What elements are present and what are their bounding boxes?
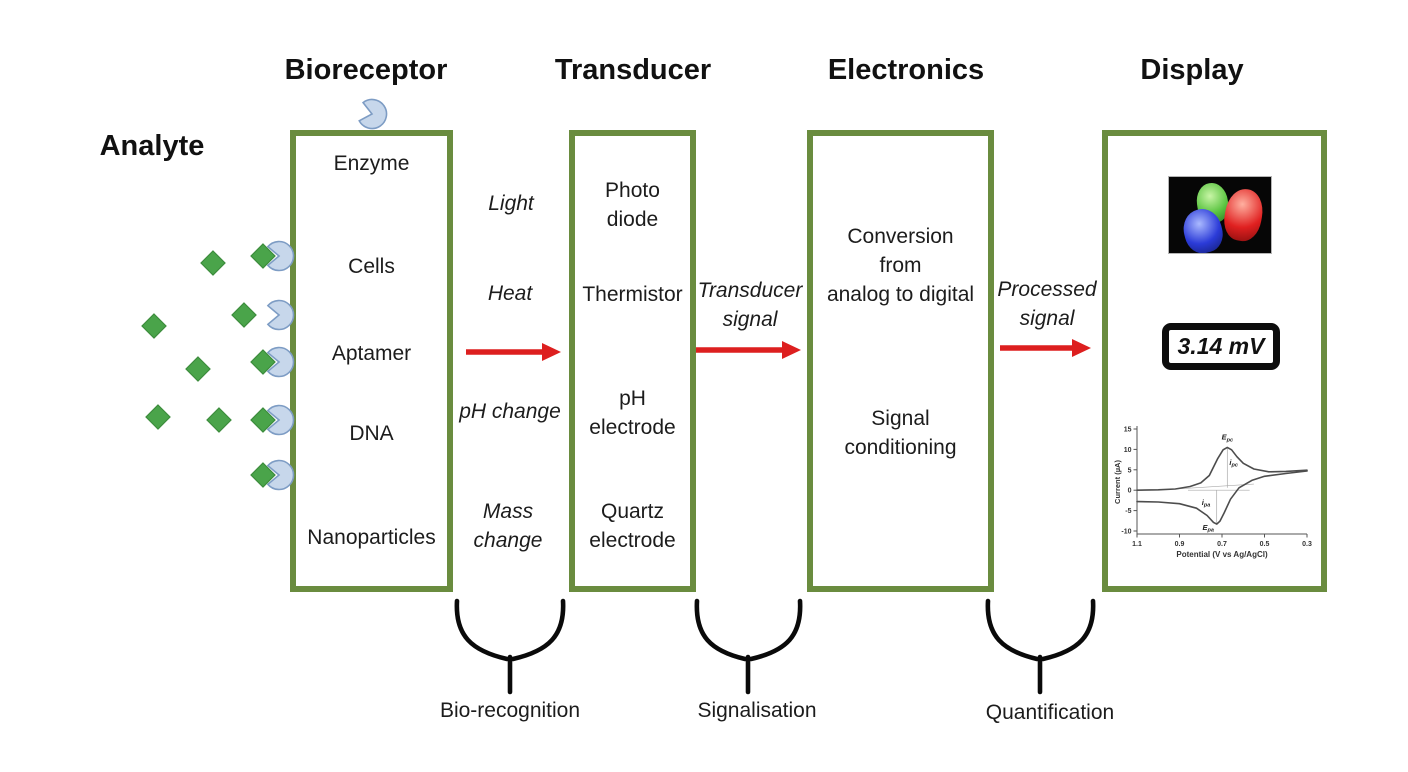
- signal-label-transducer-signal: Transducer signal: [697, 279, 803, 331]
- svg-text:ipa: ipa: [1202, 498, 1211, 509]
- display-title: Display: [1140, 54, 1244, 86]
- svg-text:10: 10: [1124, 447, 1132, 454]
- transducer-item-photodiode: Photo diode: [605, 179, 660, 231]
- voltage-readout: 3.14 mV: [1162, 323, 1280, 370]
- svg-text:0: 0: [1128, 488, 1132, 495]
- signal-label-processed-signal: Processed signal: [997, 278, 1097, 330]
- svg-text:Current (µA): Current (µA): [1113, 460, 1122, 504]
- svg-text:0.9: 0.9: [1175, 541, 1185, 548]
- bioreceptor-item-dna: DNA: [349, 422, 394, 445]
- brace-signalisation: [694, 598, 803, 695]
- process-label-quantification: Quantification: [985, 701, 1115, 724]
- flow-arrow-electronics-to-display: [1000, 339, 1091, 357]
- svg-text:1.1: 1.1: [1132, 541, 1142, 548]
- svg-text:Epa: Epa: [1202, 523, 1213, 534]
- analyte-diamond-icon: [141, 313, 167, 339]
- svg-text:-5: -5: [1125, 508, 1131, 515]
- cyclic-voltammogram-chart: 15 10 5 0 -5 -101.1 0.9 0.7 0.5 0.3 Current (µA) Po…: [1113, 426, 1312, 559]
- process-label-bio-recognition: Bio-recognition: [439, 699, 581, 722]
- svg-text:5: 5: [1128, 467, 1132, 474]
- analyte-diamond-icon: [206, 407, 232, 433]
- signal-label-heat: Heat: [487, 282, 533, 305]
- svg-text:0.5: 0.5: [1260, 541, 1270, 548]
- svg-text:Potential (V vs Ag/AgCl): Potential (V vs Ag/AgCl): [1176, 550, 1268, 559]
- flow-arrow-transducer-to-electronics: [696, 341, 801, 359]
- svg-text:Epc: Epc: [1222, 433, 1233, 444]
- transducer-box: [569, 130, 696, 592]
- electronics-box: [807, 130, 994, 592]
- svg-text:0.7: 0.7: [1217, 541, 1227, 548]
- analyte-label: Analyte: [99, 130, 205, 162]
- led-photo: [1168, 176, 1272, 254]
- bioreceptor-title: Bioreceptor: [284, 54, 448, 86]
- svg-text:0.3: 0.3: [1302, 541, 1312, 548]
- analyte-diamond-icon: [250, 349, 276, 375]
- analyte-diamonds: [141, 243, 276, 488]
- analyte-diamond-icon: [250, 462, 276, 488]
- bioreceptor-item-nanoparticles: Nanoparticles: [307, 526, 436, 549]
- display-box: [1102, 130, 1327, 592]
- transducer-item-ph-electrode: pH electrode: [589, 387, 676, 439]
- signal-label-light: Light: [488, 192, 534, 215]
- bioreceptor-item-cells: Cells: [348, 255, 395, 278]
- brace-bio-recognition: [454, 598, 566, 695]
- analyte-diamond-icon: [145, 404, 171, 430]
- bioreceptor-item-enzyme: Enzyme: [333, 152, 410, 175]
- analyte-diamond-icon: [200, 250, 226, 276]
- red-led-icon: [1220, 186, 1267, 244]
- bioreceptor-icon: [358, 98, 388, 130]
- bioreceptor-item-aptamer: Aptamer: [331, 342, 412, 365]
- analyte-diamond-icon: [231, 302, 257, 328]
- svg-text:ipc: ipc: [1229, 458, 1238, 469]
- analyte-diamond-icon: [250, 243, 276, 269]
- electronics-title: Electronics: [827, 54, 985, 86]
- brace-quantification: [985, 598, 1096, 695]
- transducer-item-thermistor: Thermistor: [582, 283, 683, 306]
- electronics-item-adc: Conversion from analog to digital: [826, 225, 975, 306]
- signal-label-mass-change: Mass change: [473, 500, 543, 552]
- electronics-item-signal-conditioning: Signal conditioning: [844, 407, 957, 459]
- voltage-readout-value: 3.14 mV: [1177, 333, 1265, 359]
- signal-label-ph-change: pH change: [459, 400, 561, 423]
- analyte-diamond-icon: [250, 407, 276, 433]
- transducer-item-quartz-electrode: Quartz electrode: [589, 500, 676, 552]
- transducer-title: Transducer: [554, 54, 712, 86]
- analyte-diamond-icon: [185, 356, 211, 382]
- flow-arrow-bioreceptor-to-transducer: [466, 343, 561, 361]
- process-label-signalisation: Signalisation: [697, 699, 817, 722]
- svg-text:-10: -10: [1121, 529, 1131, 536]
- svg-text:15: 15: [1124, 427, 1132, 434]
